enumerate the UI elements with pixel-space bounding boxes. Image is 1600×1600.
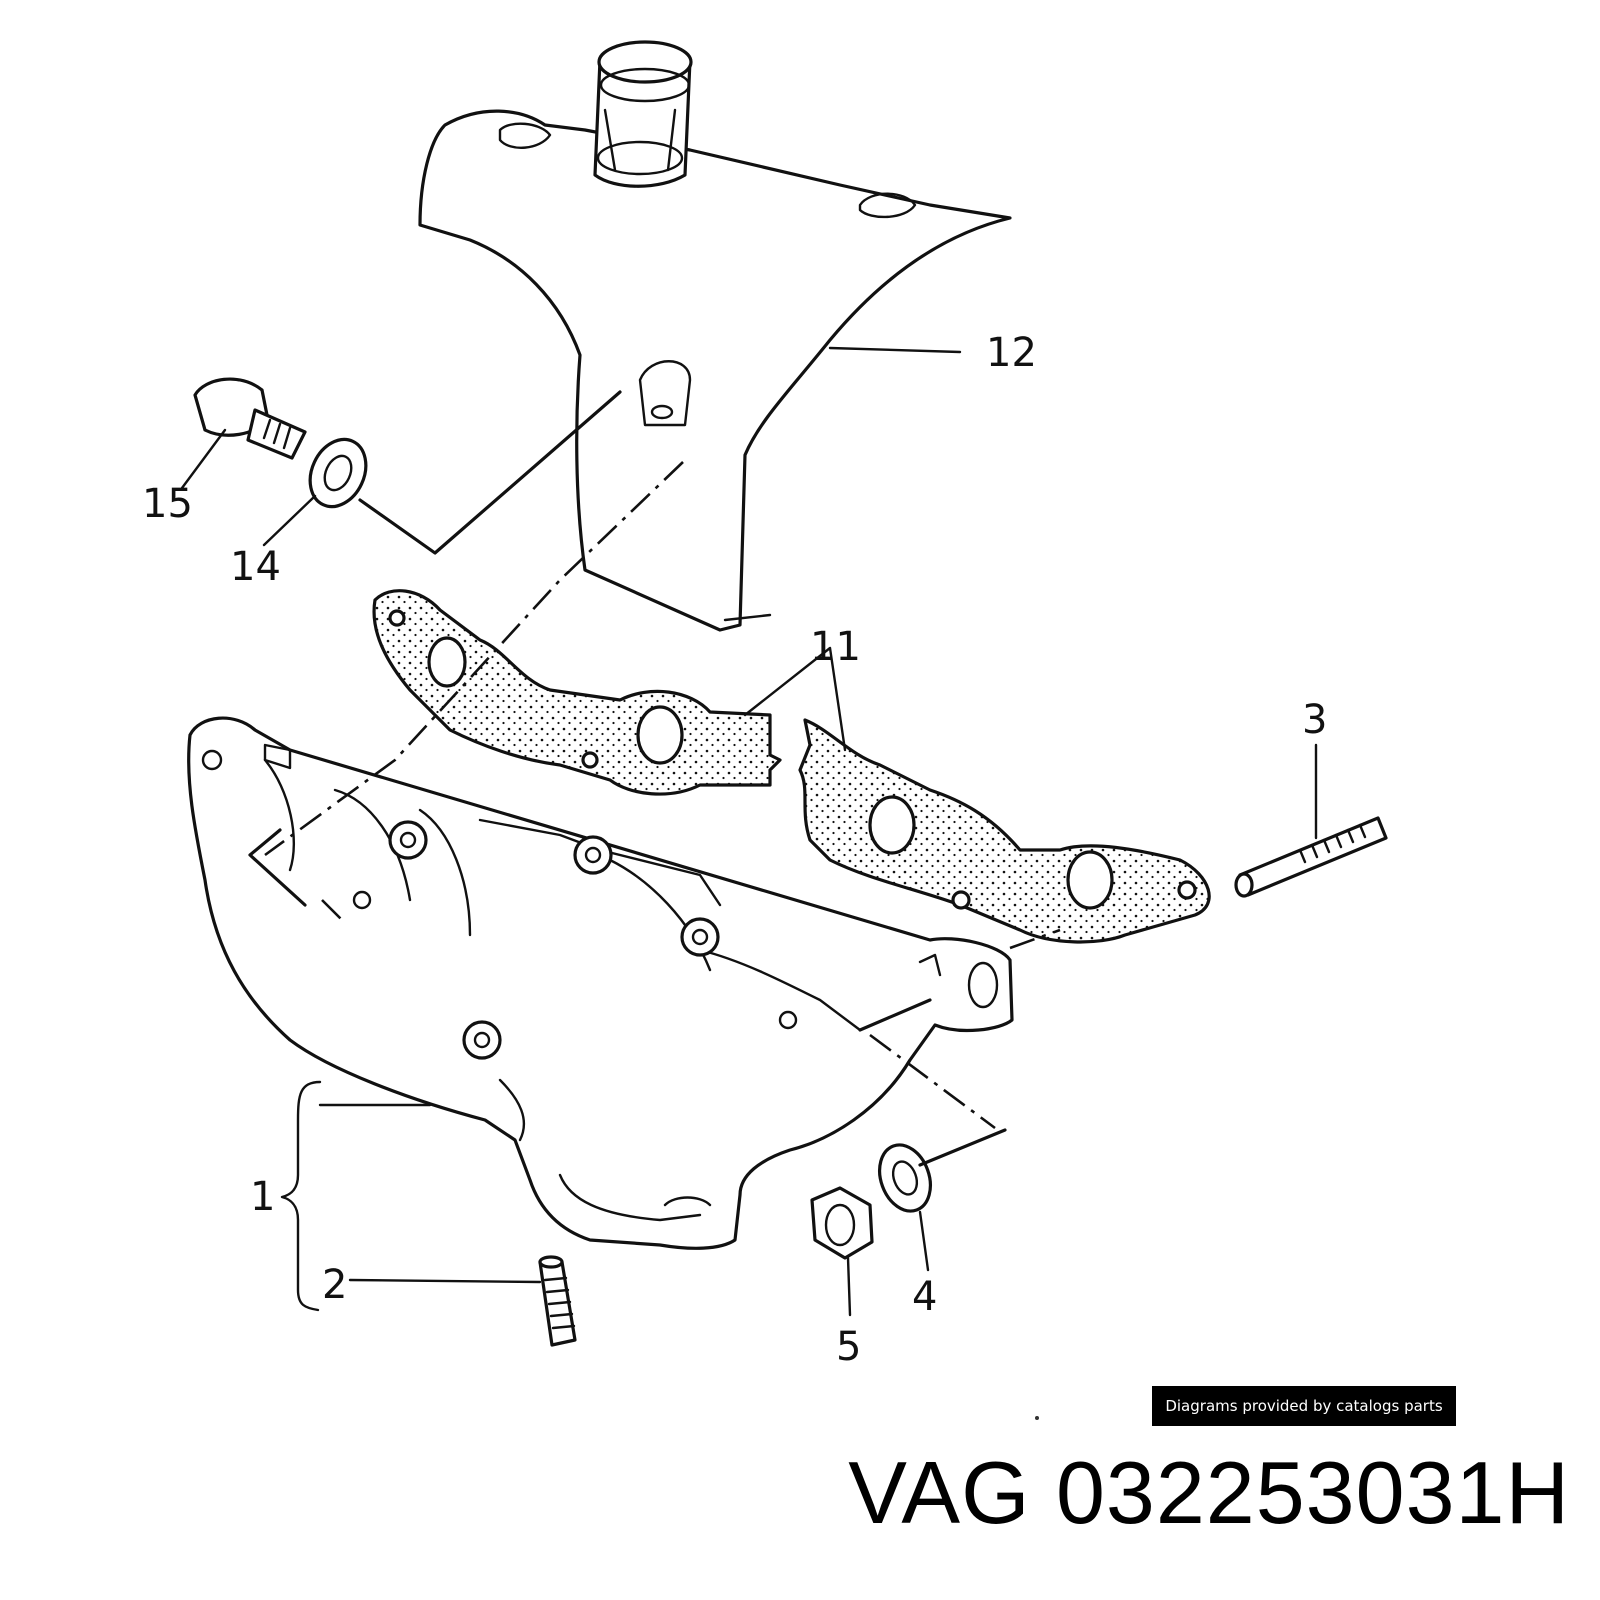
part-number-title: VAG 032253031H xyxy=(848,1443,1570,1542)
exhaust-manifold-part-1 xyxy=(187,716,1014,1250)
leader-lines xyxy=(180,346,1318,1317)
callout-2: 2 xyxy=(322,1262,347,1308)
callout-labels: 12 11 3 15 14 1 2 4 5 xyxy=(142,330,1327,1370)
callout-11: 11 xyxy=(810,624,861,670)
callout-4: 4 xyxy=(912,1274,937,1320)
callout-15: 15 xyxy=(142,481,193,527)
nut-part-5 xyxy=(810,1186,874,1260)
assembly-lines xyxy=(248,390,1061,1167)
heat-shield-part-12 xyxy=(418,40,1012,632)
callout-14: 14 xyxy=(230,544,281,590)
credit-banner: Diagrams provided by catalogs parts xyxy=(1152,1386,1456,1426)
callout-12: 12 xyxy=(986,330,1037,376)
stud-part-3 xyxy=(1234,816,1388,898)
callout-3: 3 xyxy=(1302,697,1327,743)
washer-part-4 xyxy=(878,1143,932,1213)
callout-5: 5 xyxy=(836,1324,861,1370)
gasket-part-11 xyxy=(372,589,1211,944)
washer-part-14 xyxy=(308,437,368,509)
callout-1: 1 xyxy=(250,1174,275,1220)
stud-part-2 xyxy=(538,1255,577,1347)
bolt-part-15 xyxy=(193,377,307,460)
